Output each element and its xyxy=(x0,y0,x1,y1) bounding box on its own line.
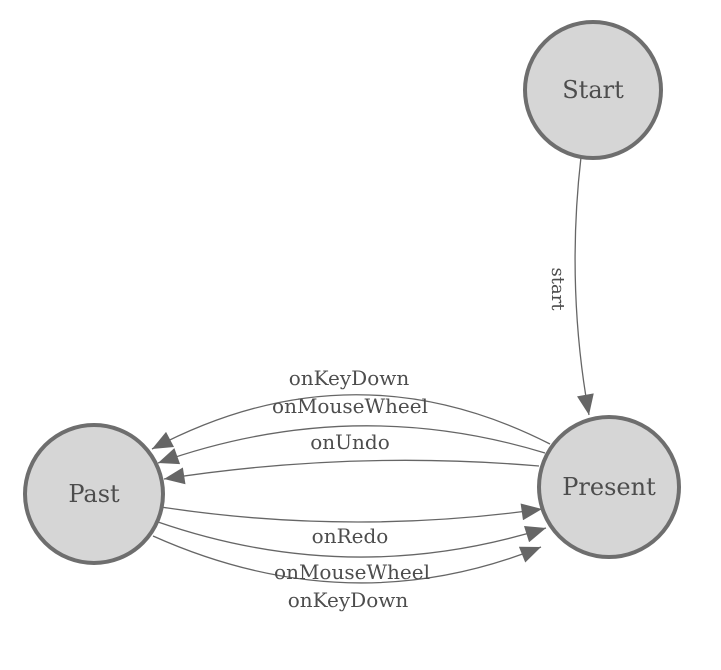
transition-label-start: start xyxy=(547,267,568,311)
transition-edge-present-to-past-onKeyDown xyxy=(151,394,551,450)
transition-edge-past-to-present-onMouseWheel xyxy=(157,521,547,558)
transition-edge-past-to-present-onKeyDown xyxy=(152,535,542,584)
state-node-label-present: Present xyxy=(562,473,656,501)
transition-edge-present-to-past-onUndo xyxy=(163,459,540,485)
transition-edge-past-to-present-onRedo xyxy=(160,503,543,523)
transition-label-onKeyDown: onKeyDown xyxy=(288,588,409,612)
transition-label-onRedo: onRedo xyxy=(312,524,389,548)
transition-label-onUndo: onUndo xyxy=(310,430,390,454)
state-node-past xyxy=(23,423,165,565)
state-node-label-past: Past xyxy=(68,480,120,508)
state-node-start xyxy=(523,20,663,160)
state-node-label-start: Start xyxy=(562,76,624,104)
transition-edge-present-to-past-onMouseWheel xyxy=(157,425,546,465)
transition-label-onMouseWheel: onMouseWheel xyxy=(274,560,430,584)
state-node-present xyxy=(537,415,681,559)
transition-edge-start-to-present-start xyxy=(574,156,594,416)
transition-label-onKeyDown: onKeyDown xyxy=(289,366,410,390)
transition-label-onMouseWheel: onMouseWheel xyxy=(272,394,428,418)
